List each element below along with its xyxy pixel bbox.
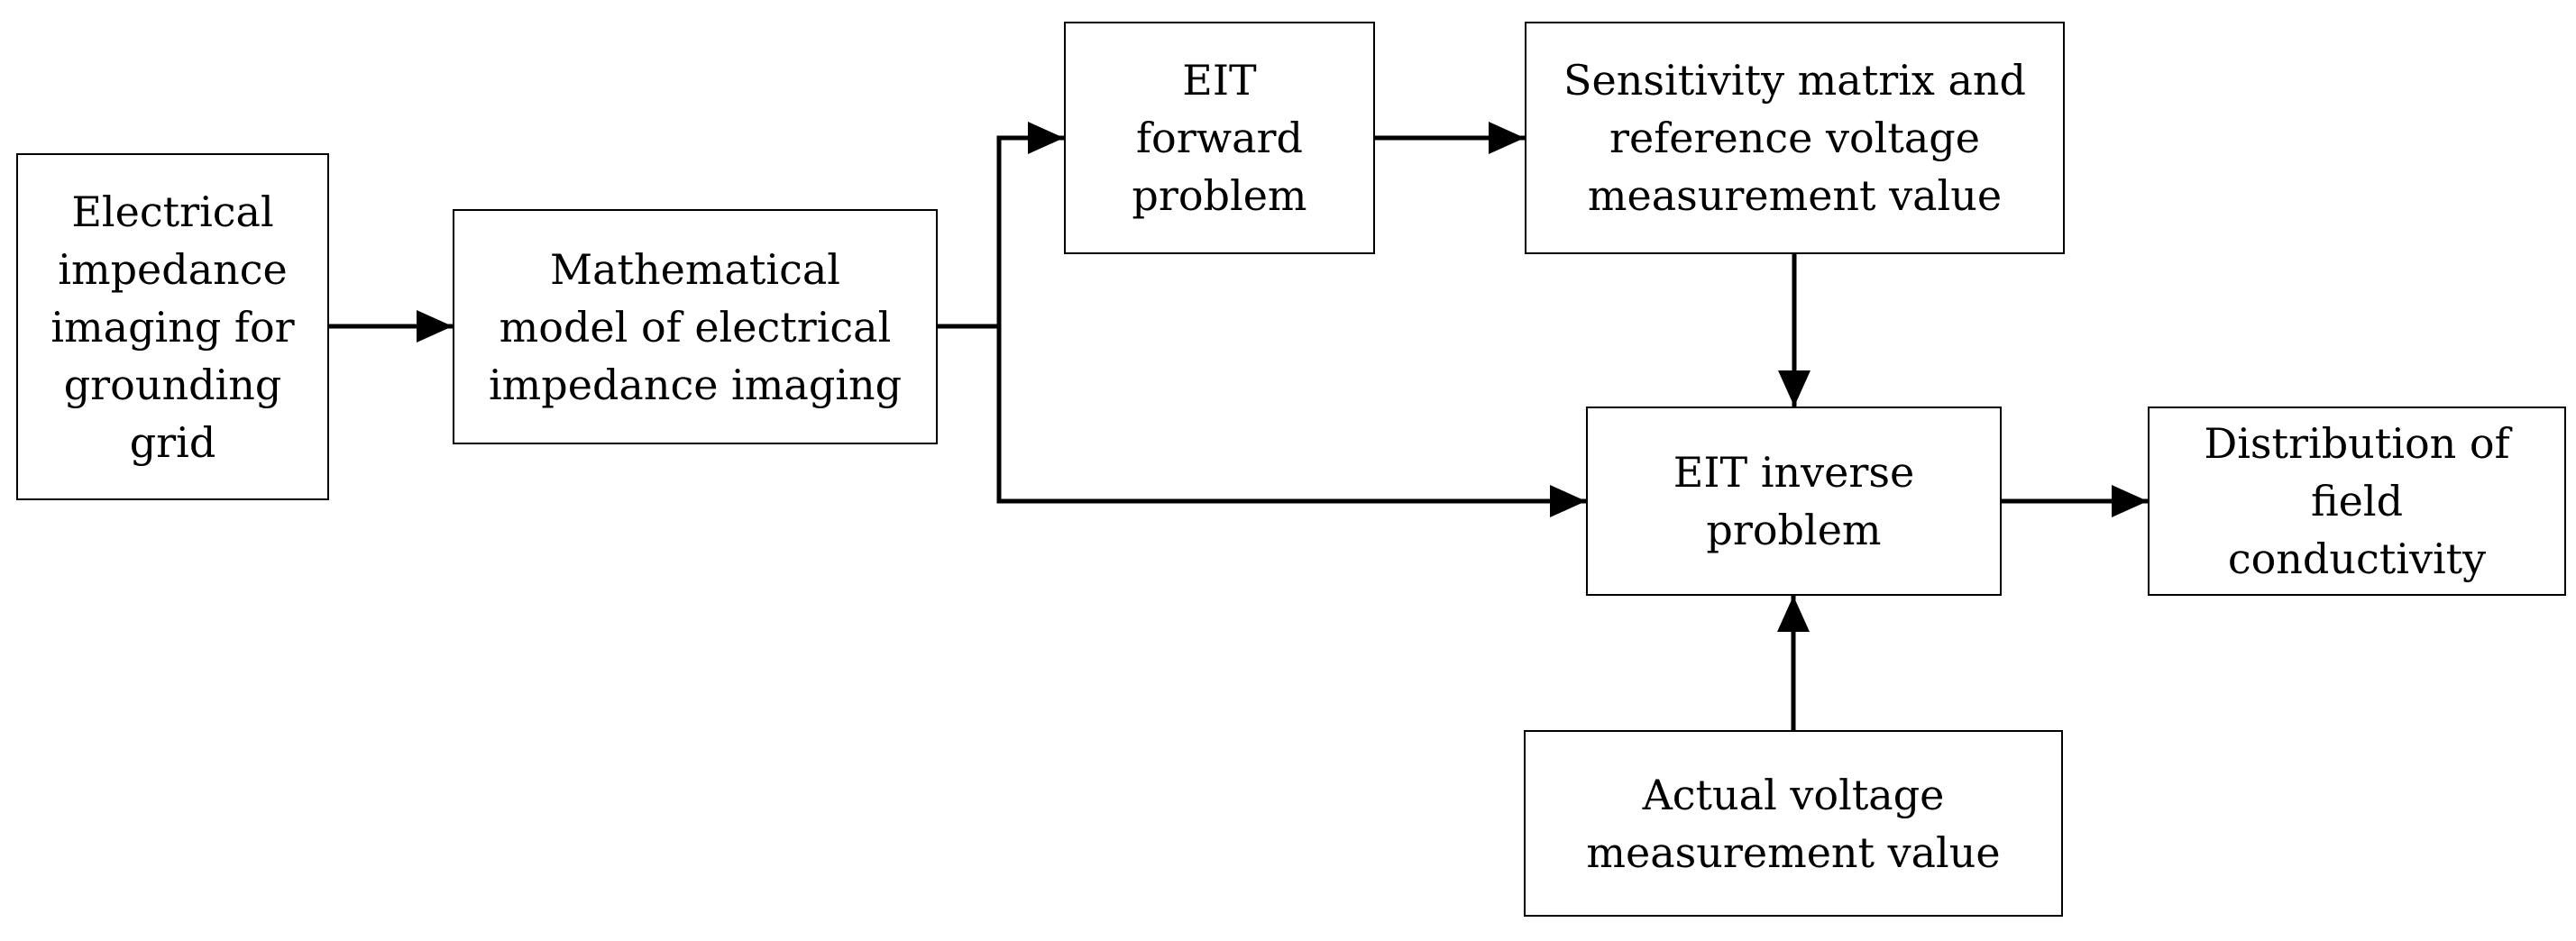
node-actual-voltage: Actual voltage measurement value	[1524, 730, 2063, 917]
node-actual-voltage-label: Actual voltage measurement value	[1586, 770, 2001, 877]
node-sensitivity-matrix: Sensitivity matrix and reference voltage…	[1525, 22, 2065, 254]
node-eit-forward-problem: EIT forward problem	[1064, 22, 1375, 254]
node-field-conductivity-distribution: Distribution of field conductivity	[2148, 407, 2566, 596]
node-eit-inverse-problem-label: EIT inverse problem	[1673, 448, 1915, 554]
node-grounding-grid: Electrical impedance imaging for groundi…	[16, 153, 329, 500]
node-eit-forward-problem-label: EIT forward problem	[1132, 56, 1307, 220]
node-field-conductivity-distribution-label: Distribution of field conductivity	[2204, 419, 2510, 583]
node-mathematical-model: Mathematical model of electrical impedan…	[453, 209, 938, 444]
arrow-math-model-to-eit-forward	[938, 122, 1064, 329]
node-eit-inverse-problem: EIT inverse problem	[1586, 407, 2002, 596]
node-grounding-grid-label: Electrical impedance imaging for groundi…	[50, 187, 295, 467]
node-mathematical-model-label: Mathematical model of electrical impedan…	[488, 244, 903, 409]
node-sensitivity-matrix-label: Sensitivity matrix and reference voltage…	[1563, 56, 2026, 220]
arrow-math-model-to-eit-inverse	[996, 326, 1586, 517]
